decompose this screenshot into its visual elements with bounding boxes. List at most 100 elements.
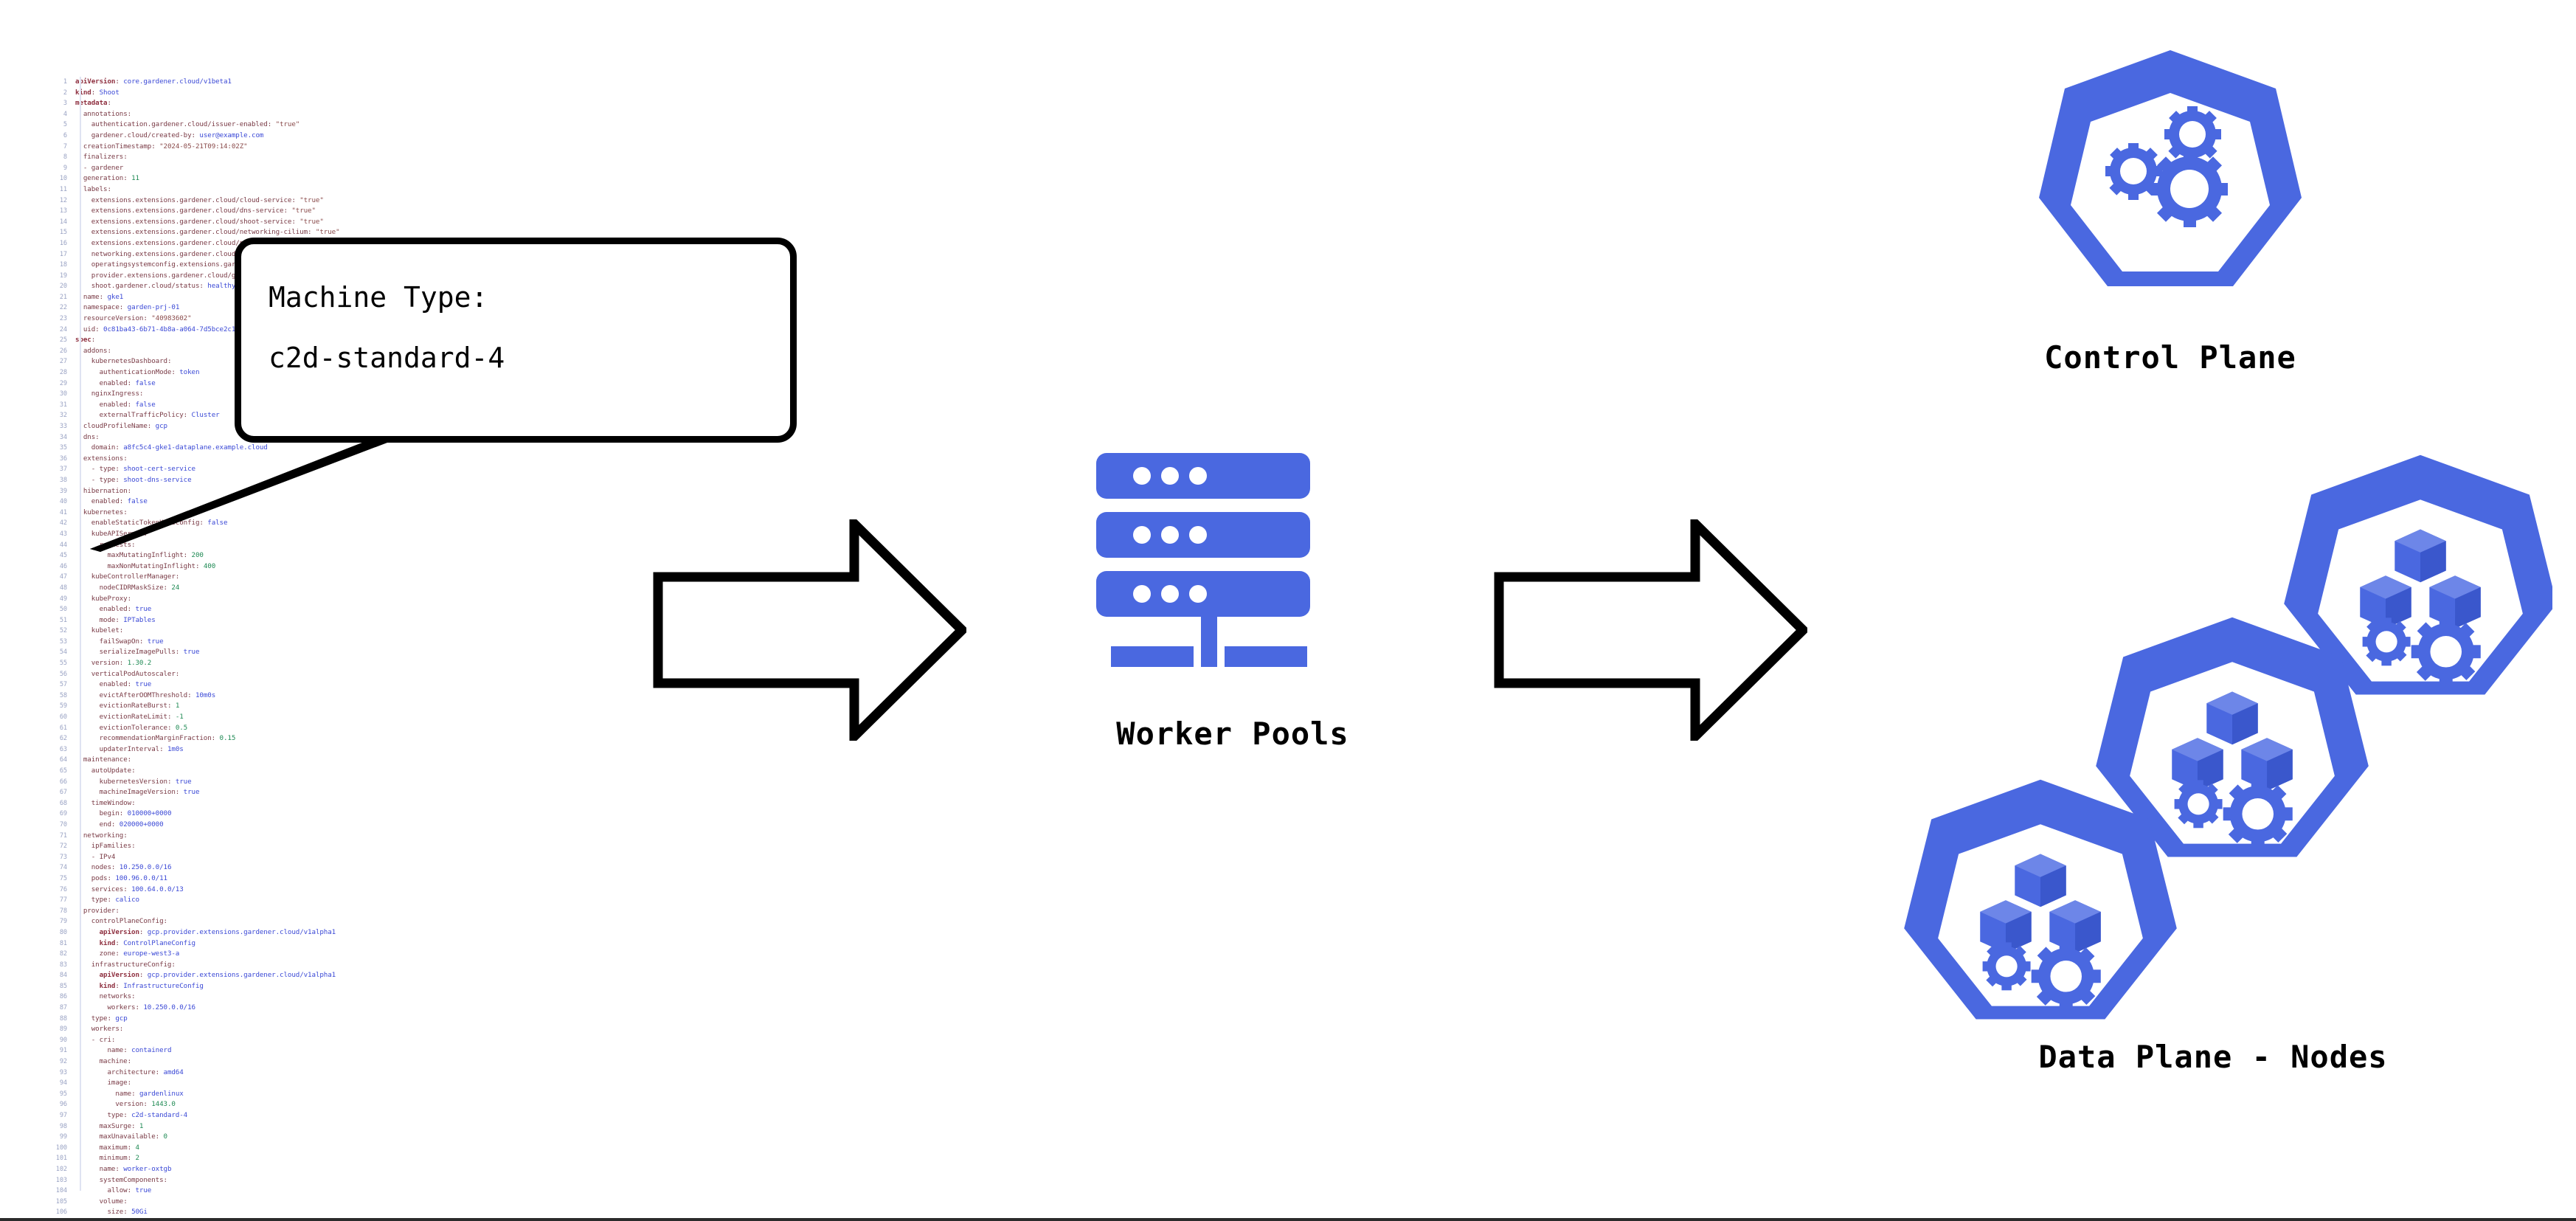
code-line: 40 enabled: false — [50, 497, 773, 508]
code-text: enabled: true — [99, 605, 152, 614]
line-number: 76 — [59, 885, 67, 893]
code-text: size: 50Gi — [107, 1208, 148, 1217]
code-line: 65 autoUpdate: — [50, 766, 773, 777]
code-text: end: 020000+0000 — [99, 820, 164, 829]
line-number: 106 — [55, 1208, 67, 1217]
code-text: extensions.extensions.gardener.cloud/clo… — [91, 196, 324, 204]
line-number: 12 — [59, 196, 67, 204]
line-number: 101 — [55, 1155, 67, 1163]
code-line: 29 enabled: false — [50, 378, 773, 390]
code-text: services: 100.64.0.0/13 — [91, 885, 184, 893]
code-text: extensions.extensions.gardener.cloud/sho… — [91, 217, 324, 226]
code-line: 89 workers: — [50, 1024, 773, 1035]
code-text: mode: IPTables — [99, 615, 156, 624]
bottom-border-rule — [0, 1218, 2576, 1221]
code-text: maxUnavailable: 0 — [99, 1132, 167, 1141]
line-number: 2 — [63, 89, 67, 97]
line-number: 96 — [59, 1101, 67, 1109]
code-line: 96 version: 1443.0 — [50, 1099, 773, 1110]
code-text: maxMutatingInflight: 200 — [107, 551, 204, 560]
code-line: 78 provider: — [50, 906, 773, 917]
code-text: kubernetes: — [83, 508, 128, 516]
line-number: 20 — [59, 283, 67, 291]
line-number: 80 — [59, 928, 67, 936]
code-text: - gardener — [83, 163, 124, 172]
line-number: 57 — [59, 681, 67, 689]
code-line: 47 kubeControllerManager: — [50, 572, 773, 583]
line-number: 9 — [63, 164, 67, 172]
code-line: 53 failSwapOn: true — [50, 637, 773, 648]
line-number: 69 — [59, 810, 67, 818]
code-text: maxSurge: 1 — [99, 1121, 144, 1130]
line-number: 83 — [59, 961, 67, 969]
line-number: 28 — [59, 369, 67, 377]
code-line: 104 allow: true — [50, 1186, 773, 1197]
code-line: 67 machineImageVersion: true — [50, 787, 773, 798]
code-line: 10 generation: 11 — [50, 173, 773, 184]
code-line: 45 maxMutatingInflight: 200 — [50, 550, 773, 561]
line-number: 30 — [59, 390, 67, 398]
code-text: uid: 0c81ba43-6b71-4b8a-a064-7d5bce2c1c — [83, 325, 240, 333]
code-text: failSwapOn: true — [99, 637, 164, 646]
code-line: 74 nodes: 10.250.0.0/16 — [50, 862, 773, 874]
code-text: apiVersion: core.gardener.cloud/v1beta1 — [75, 77, 232, 86]
code-line: 73 - IPv4 — [50, 852, 773, 863]
code-text: updaterInterval: 1m0s — [99, 744, 184, 753]
line-number: 92 — [59, 1058, 67, 1066]
line-number: 17 — [59, 250, 67, 258]
code-line: 59 evictionRateBurst: 1 — [50, 701, 773, 712]
code-text: evictionRateLimit: -1 — [99, 713, 184, 722]
line-number: 6 — [63, 131, 67, 139]
line-number: 65 — [59, 767, 67, 775]
code-text: maintenance: — [83, 755, 132, 764]
code-text: kubeProxy: — [91, 594, 132, 603]
callout-line-2: c2d-standard-4 — [269, 342, 505, 374]
code-text: name: worker-oxtgb — [99, 1164, 172, 1173]
code-text: - cri: — [91, 1035, 116, 1044]
code-text: evictAfterOOMThreshold: 10m0s — [99, 691, 216, 699]
code-line: 27 kubernetesDashboard: — [50, 356, 773, 367]
code-line: 83 infrastructureConfig: — [50, 960, 773, 971]
code-line: 98 maxSurge: 1 — [50, 1121, 773, 1132]
line-number: 103 — [55, 1176, 67, 1184]
code-text: minimum: 2 — [99, 1154, 139, 1163]
code-text: evictionRateBurst: 1 — [99, 702, 180, 710]
code-line: 31 enabled: false — [50, 400, 773, 411]
line-number: 32 — [59, 412, 67, 420]
code-text: shoot.gardener.cloud/status: healthy — [91, 282, 236, 291]
code-line: 38 - type: shoot-dns-service — [50, 475, 773, 486]
code-line: 60 evictionRateLimit: -1 — [50, 712, 773, 723]
code-line: 75 pods: 100.96.0.0/11 — [50, 874, 773, 885]
line-number: 66 — [59, 778, 67, 786]
code-text: addons: — [83, 346, 111, 355]
line-number: 99 — [59, 1133, 67, 1141]
code-text: nodes: 10.250.0.0/16 — [91, 863, 172, 872]
line-number: 38 — [59, 476, 67, 484]
code-text: recommendationMarginFraction: 0.15 — [99, 734, 236, 743]
line-number: 10 — [59, 175, 67, 183]
code-line: 66 kubernetesVersion: true — [50, 777, 773, 788]
code-text: hibernation: — [83, 486, 132, 495]
code-text: type: c2d-standard-4 — [107, 1111, 188, 1119]
code-text: kind: Shoot — [75, 88, 120, 97]
line-number: 13 — [59, 207, 67, 215]
line-number: 34 — [59, 433, 67, 441]
line-number: 104 — [55, 1187, 67, 1195]
code-text: provider: — [83, 906, 120, 915]
line-number: 73 — [59, 853, 67, 861]
line-number: 44 — [59, 541, 67, 549]
line-number: 24 — [59, 325, 67, 333]
code-line: 64 maintenance: — [50, 755, 773, 766]
code-line: 54 serializeImagePulls: true — [50, 647, 773, 658]
code-line: 26 addons: — [50, 346, 773, 357]
line-number: 46 — [59, 562, 67, 570]
code-text: authenticationMode: token — [99, 368, 200, 377]
code-line: 37 - type: shoot-cert-service — [50, 464, 773, 475]
code-text: machineImageVersion: true — [99, 788, 200, 797]
code-line: 61 evictionTolerance: 0.5 — [50, 723, 773, 734]
code-text: networks: — [99, 992, 136, 1001]
code-text: kubeAPIServer: — [91, 529, 148, 538]
worker-pools-figure: Worker Pools — [1059, 449, 1406, 766]
line-number: 26 — [59, 347, 67, 355]
